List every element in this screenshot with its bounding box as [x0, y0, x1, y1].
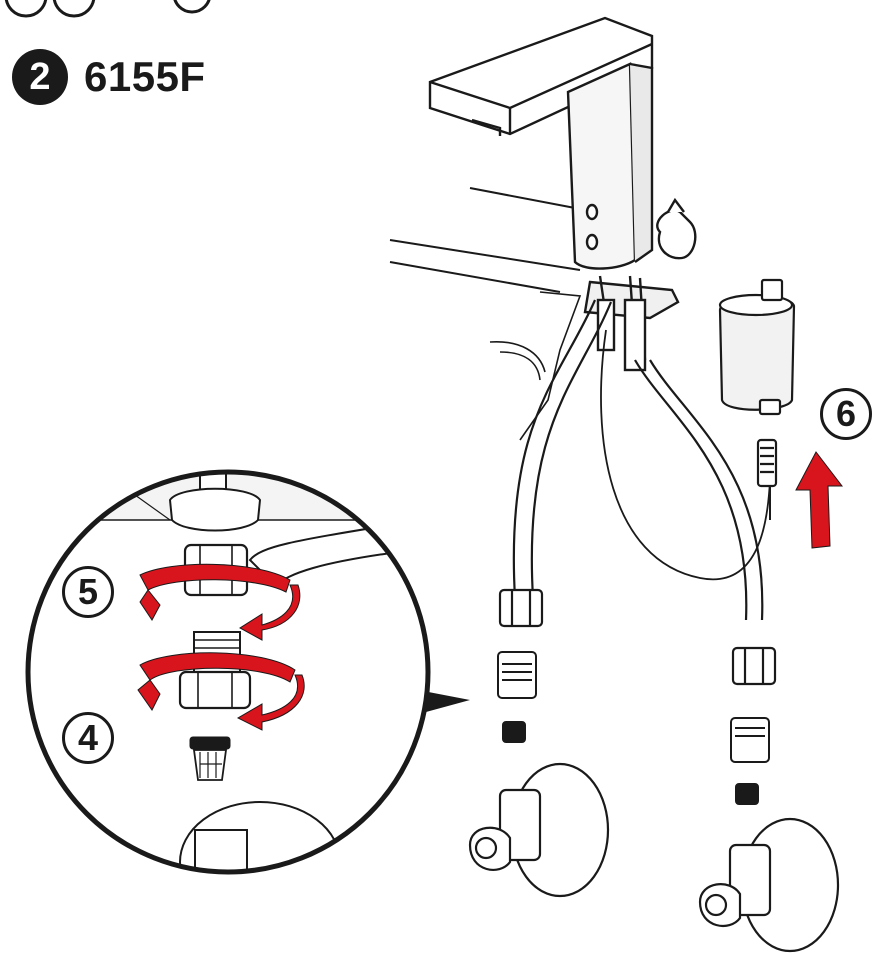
adapter-left: [497, 651, 537, 743]
hose-nut-right: [731, 646, 777, 686]
model-code-label: 6155F: [84, 53, 206, 100]
countertop: [389, 187, 582, 441]
sensor-module: [718, 278, 796, 488]
callout-step-4: 4: [62, 712, 114, 764]
rotate-arrow-icon: [137, 563, 305, 731]
faucet-body: [428, 16, 697, 372]
previous-step-fragment: [4, 0, 211, 18]
detail-magnifier: [25, 469, 431, 875]
step-header: 2 6155F: [12, 46, 206, 108]
adapter-right: [730, 717, 770, 805]
angle-valve-left: [468, 762, 610, 898]
hose-nut-left: [498, 588, 544, 628]
callout-step-5: 5: [62, 566, 114, 618]
up-arrow-icon: [795, 451, 844, 549]
callout-step-6: 6: [820, 388, 872, 440]
flexible-hoses: [512, 299, 771, 621]
step-number-badge: 2: [12, 49, 68, 105]
angle-valve-right: [698, 817, 840, 953]
